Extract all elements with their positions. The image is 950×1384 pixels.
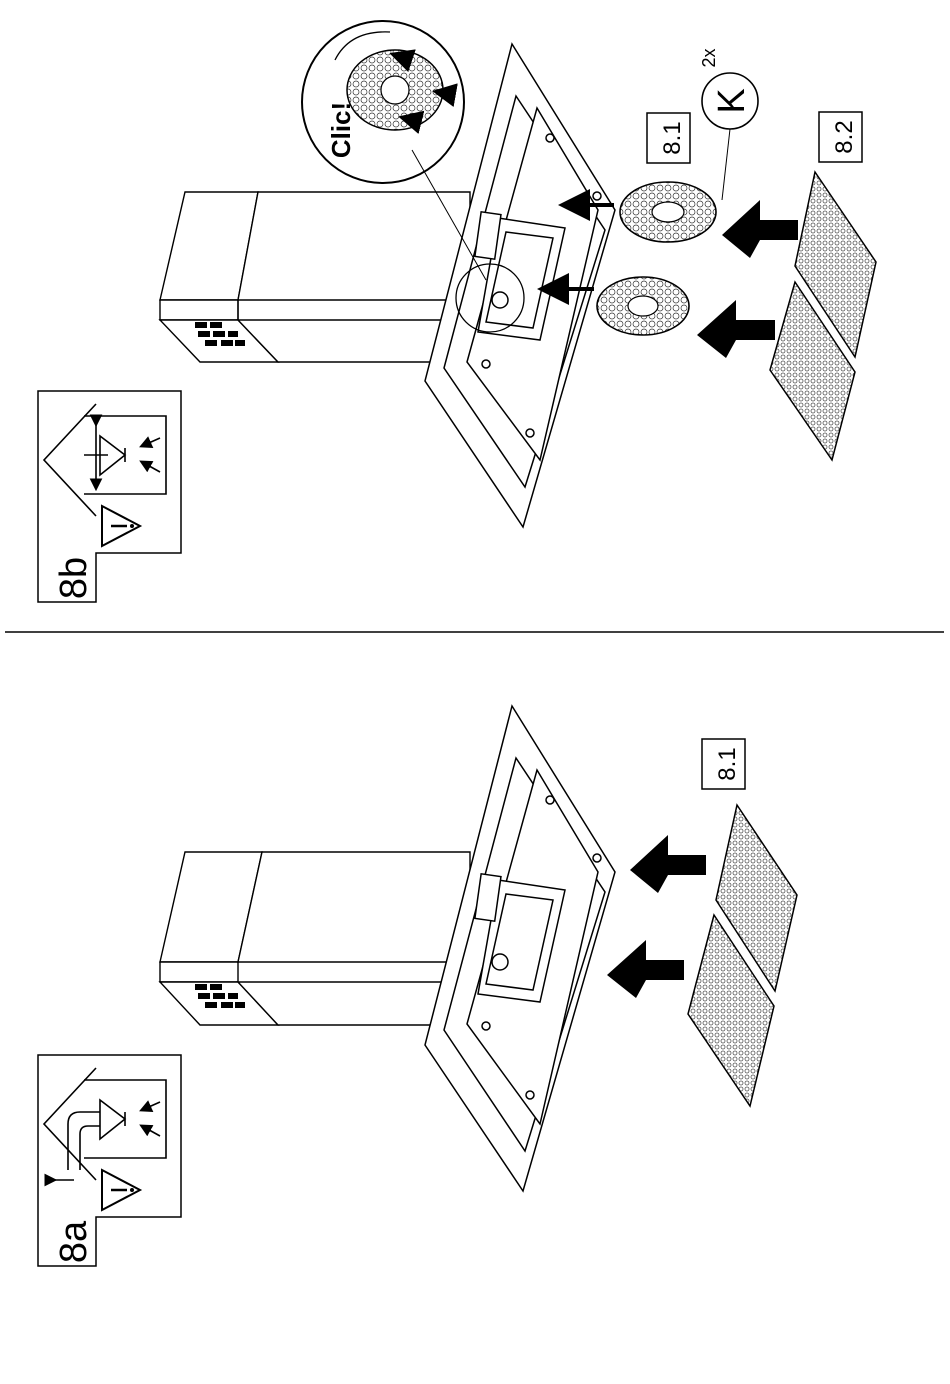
callout-8-1-label: 8.1 xyxy=(714,747,741,780)
step-badge-8b: 8b xyxy=(38,391,181,602)
step-label-8b: 8b xyxy=(53,557,95,599)
click-text: Clic! xyxy=(326,102,356,158)
callout-8-2-label: 8.2 xyxy=(831,120,858,153)
chimney-duct-cover xyxy=(160,192,470,362)
part-letter: K xyxy=(711,88,753,113)
panel-8a: 8a xyxy=(38,706,797,1266)
step-badge-8a: 8a xyxy=(38,1055,181,1266)
push-arrow-lower xyxy=(607,940,684,998)
callout-8-2: 8.2 xyxy=(819,112,862,162)
push-arrow-lower xyxy=(697,300,775,358)
count-label: 2x xyxy=(699,48,719,67)
panel-8b: 8b xyxy=(38,21,876,602)
callout-8-1-bottom: 8.1 xyxy=(702,739,745,789)
carbon-filter-upper xyxy=(620,182,716,242)
callout-8-1-top: 8.1 xyxy=(647,113,690,163)
carbon-filter-lower xyxy=(597,277,689,335)
part-k-badge: K 2x xyxy=(699,48,758,200)
chimney-duct-cover xyxy=(160,852,470,1025)
grease-filter-pair-bottom xyxy=(688,805,797,1106)
push-arrow-upper xyxy=(630,835,706,893)
grease-filter-pair-top xyxy=(770,172,876,460)
callout-8-1-label: 8.1 xyxy=(659,121,686,154)
push-arrow-upper xyxy=(722,200,798,258)
step-label-8a: 8a xyxy=(53,1220,95,1263)
hood-canopy xyxy=(425,706,615,1191)
